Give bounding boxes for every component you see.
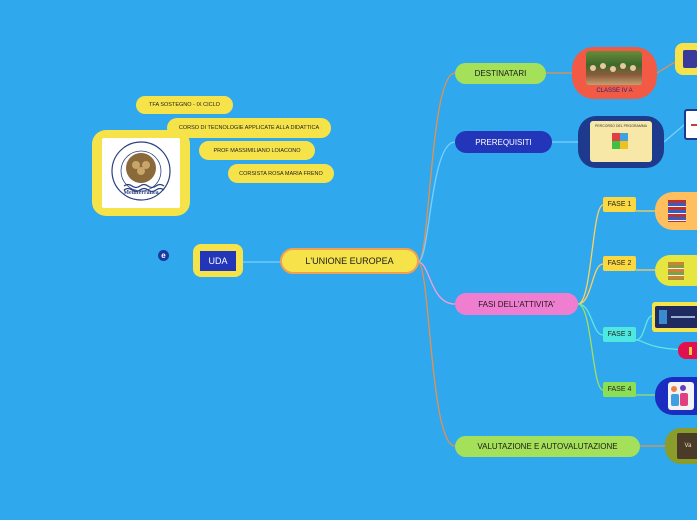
class-photo-caption: CLASSE IV A [596, 88, 633, 94]
university-logo: Mediterranea [102, 138, 180, 208]
fase-label-text: FASE 3 [607, 331, 632, 338]
valutazione-thumbnail: Va [677, 433, 697, 459]
destinatari-extra-node[interactable] [675, 43, 697, 75]
root-label: L'UNIONE EUROPEA [305, 256, 394, 266]
prerequisiti-card: PERCORSO DEL PROGRAMMA [590, 121, 652, 162]
fase-2-child-node[interactable] [655, 255, 697, 286]
people-icon [668, 382, 694, 410]
root-node[interactable]: L'UNIONE EUROPEA [280, 248, 419, 274]
prerequisiti-card-title: PERCORSO DEL PROGRAMMA [595, 124, 647, 128]
fase-3-child-node-a[interactable] [652, 302, 697, 332]
document-icon [683, 50, 697, 68]
branch-destinatari[interactable]: DESTINATARI [455, 63, 546, 84]
fase-label-text: FASE 1 [607, 201, 632, 208]
class-photo-node[interactable]: CLASSE IV A [572, 47, 657, 99]
info-note-label: PROF MASSIMILIANO LOIACONO [213, 147, 301, 154]
fase-label-text: FASE 4 [607, 386, 632, 393]
info-note-label: TFA SOSTEGNO - IX CICLO [149, 102, 220, 108]
info-note-label: CORSISTA ROSA MARIA FRENO [239, 170, 323, 177]
uda-node[interactable]: UDA [193, 244, 243, 277]
books-icon [668, 200, 686, 222]
university-seal-icon [111, 141, 171, 201]
fase-3-child-node-b[interactable] [678, 342, 697, 359]
fase-3-label[interactable]: FASE 3 [603, 327, 636, 342]
info-note-tfa[interactable]: TFA SOSTEGNO - IX CICLO [136, 96, 233, 114]
fase-2-label[interactable]: FASE 2 [603, 256, 636, 271]
video-thumbnail [655, 306, 697, 328]
uda-label: UDA [208, 255, 228, 266]
fase-4-child-node[interactable] [655, 377, 697, 415]
university-logo-node[interactable]: Mediterranea [92, 130, 190, 216]
uda-label-box: UDA [200, 250, 236, 271]
info-note-corso[interactable]: CORSO DI TECNOLOGIE APPLICATE ALLA DIDAT… [167, 118, 331, 138]
branch-label: VALUTAZIONE E AUTOVALUTAZIONE [477, 442, 618, 451]
e-icon[interactable]: e [158, 250, 169, 261]
info-note-label: CORSO DI TECNOLOGIE APPLICATE ALLA DIDAT… [178, 125, 320, 131]
fase-1-label[interactable]: FASE 1 [603, 197, 636, 212]
info-note-corsista[interactable]: CORSISTA ROSA MARIA FRENO [228, 164, 334, 183]
marker-icon [688, 346, 692, 355]
branch-valutazione[interactable]: VALUTAZIONE E AUTOVALUTAZIONE [455, 436, 640, 457]
branch-label: DESTINATARI [474, 69, 527, 78]
fase-4-label[interactable]: FASE 4 [603, 382, 636, 397]
logo-name: Mediterranea [123, 190, 159, 196]
text-snippet-icon [691, 123, 697, 126]
branch-label: PREREQUISITI [475, 137, 532, 147]
books-icon [668, 261, 684, 280]
branch-fasi[interactable]: FASI DELL'ATTIVITA' [455, 293, 578, 315]
fase-1-child-node[interactable] [655, 192, 697, 230]
branch-label: FASI DELL'ATTIVITA' [478, 299, 555, 309]
info-note-prof[interactable]: PROF MASSIMILIANO LOIACONO [199, 141, 315, 160]
prerequisiti-child-node[interactable]: PERCORSO DEL PROGRAMMA [578, 116, 664, 168]
prerequisiti-extra-node[interactable] [684, 109, 697, 140]
fase-label-text: FASE 2 [607, 260, 632, 267]
class-photo [586, 51, 642, 85]
branch-prerequisiti[interactable]: PREREQUISITI [455, 131, 552, 153]
valutazione-child-node[interactable]: Va [665, 428, 697, 464]
